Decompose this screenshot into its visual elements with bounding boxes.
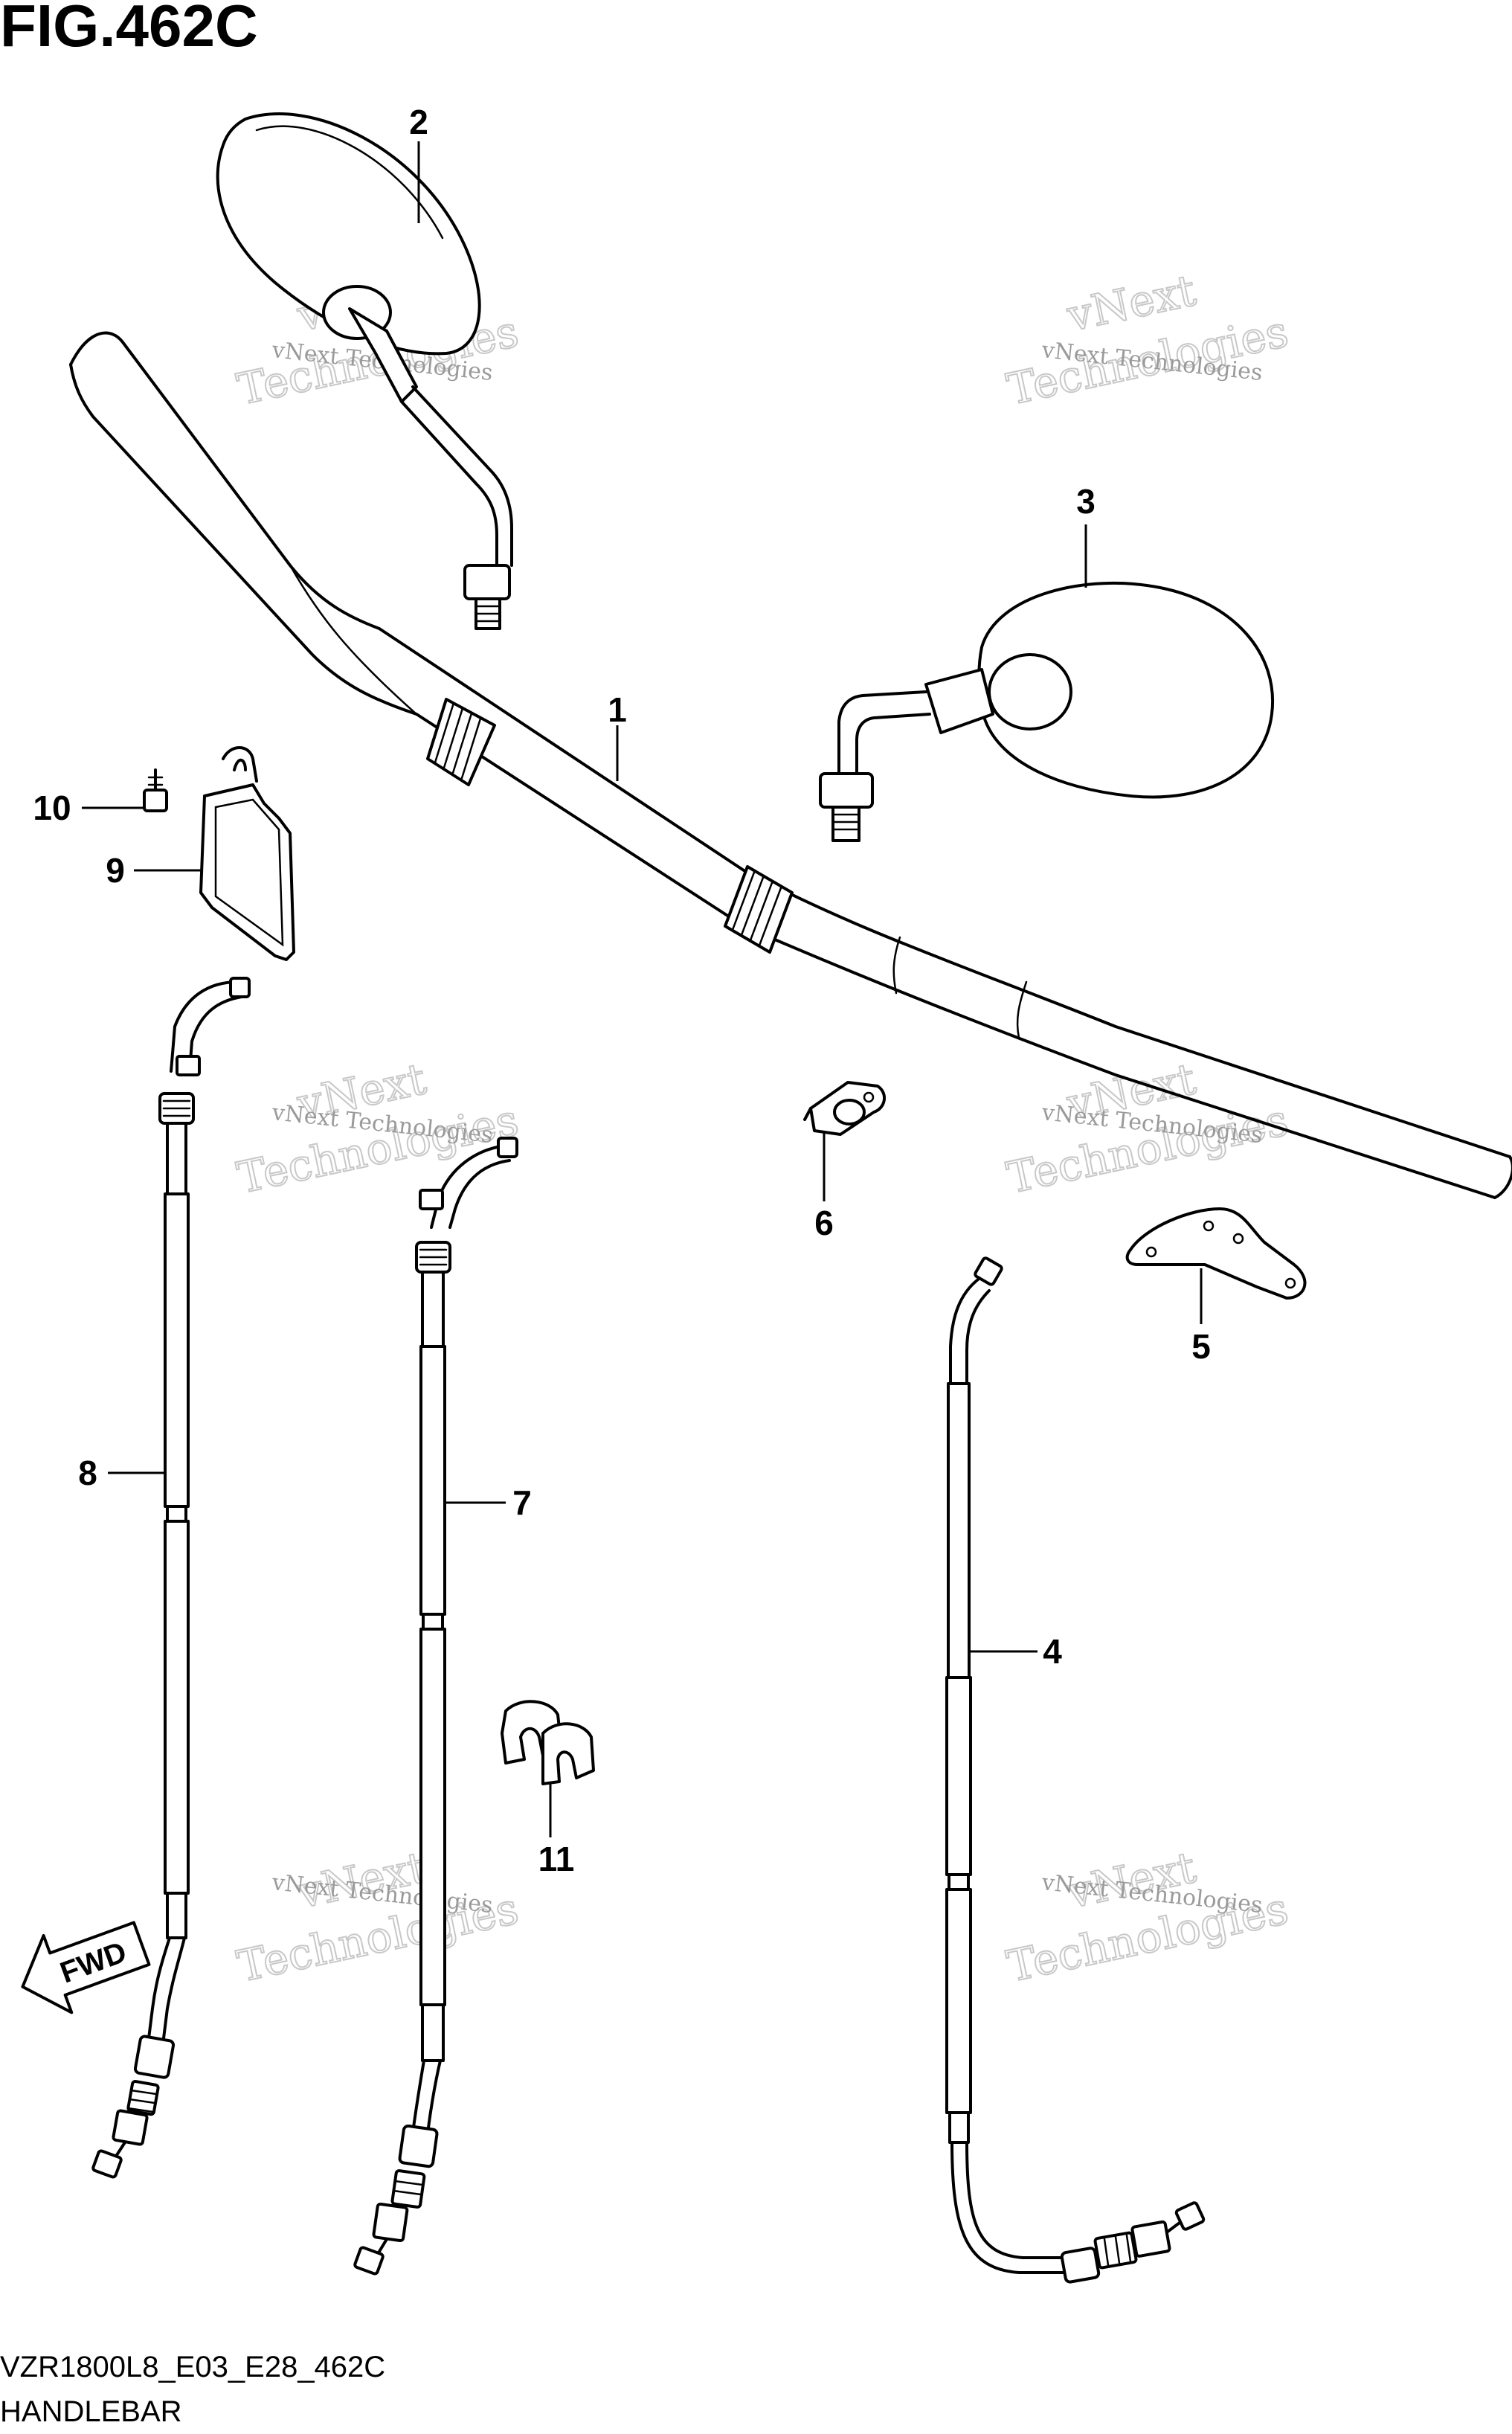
clamp-part [803, 1081, 886, 1136]
figure-title: FIG.462C [0, 0, 258, 59]
cable-8-part [91, 977, 251, 2179]
callout-2: 2 [409, 103, 428, 141]
callout-1: 1 [608, 690, 627, 729]
callout-3: 3 [1076, 482, 1096, 521]
figure-name: HANDLEBAR [0, 2395, 182, 2428]
callout-4: 4 [1043, 1632, 1062, 1671]
callout-9: 9 [106, 851, 125, 890]
knurled-band-right [724, 865, 794, 954]
bolt-part [143, 768, 168, 812]
cable-clip-part [501, 1700, 595, 1785]
cable-7-part [353, 1137, 518, 2276]
fwd-direction-arrow: FWD [21, 1921, 151, 2014]
leader-lines [82, 141, 1203, 1837]
callout-6: 6 [814, 1204, 834, 1242]
callout-11: 11 [538, 1840, 575, 1878]
callout-7: 7 [512, 1483, 532, 1522]
watermark-top-right: vNext Technologies [1002, 264, 1293, 416]
cable-4-part [945, 1256, 1206, 2284]
handlebar-part [69, 331, 1512, 1199]
callout-10: 10 [33, 789, 71, 827]
left-mirror-part [216, 112, 513, 630]
figure-code: VZR1800L8_E03_E28_462C [0, 2351, 385, 2383]
callout-8: 8 [78, 1454, 97, 1492]
knurled-band-left [426, 698, 496, 786]
right-mirror-part [819, 581, 1275, 842]
bracket-part [1125, 1207, 1307, 1300]
callout-5: 5 [1191, 1327, 1211, 1366]
plate-part [199, 746, 295, 961]
